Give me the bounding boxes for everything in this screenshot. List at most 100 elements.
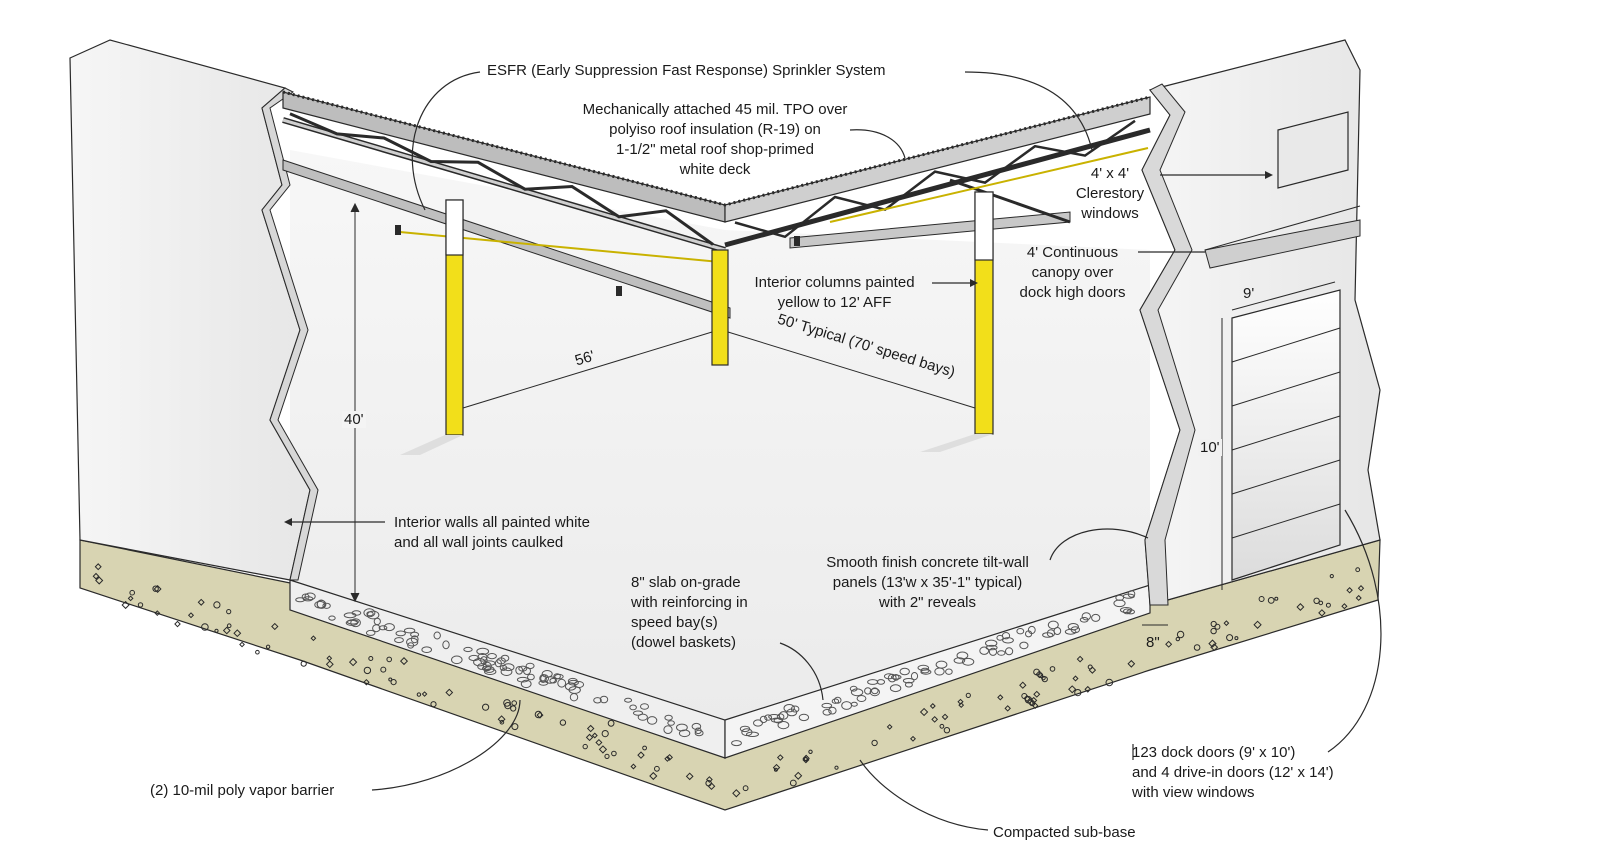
- aggregate-oval: [520, 679, 532, 689]
- aggregate-oval: [366, 611, 374, 617]
- column-shadow-left: [400, 435, 463, 455]
- subbase-stone: [1074, 689, 1082, 697]
- subbase-stone: [1253, 620, 1262, 629]
- subbase-stone: [1030, 696, 1038, 705]
- tilt-wall-line: panels (13'w x 35'-1" typical): [832, 574, 1023, 591]
- subbase-stone: [92, 572, 100, 580]
- subbase-stone: [127, 595, 134, 602]
- right-wall-edge: [1139, 83, 1196, 606]
- subbase-stone: [1210, 620, 1217, 628]
- aggregate-oval: [985, 644, 998, 651]
- subbase-stone: [214, 628, 219, 633]
- roof-spec-label: Mechanically attached 45 mil. TPO over p…: [555, 100, 875, 180]
- door-slat-line: [1231, 327, 1341, 363]
- subbase-stone: [1165, 640, 1173, 648]
- subbase-stone: [1226, 634, 1234, 642]
- aggregate-oval: [394, 637, 404, 644]
- aggregate-oval: [961, 657, 975, 666]
- subbase-stone: [591, 732, 598, 739]
- aggregate-oval: [869, 688, 880, 697]
- subbase-stone: [1072, 675, 1079, 682]
- walls-label: Interior walls all painted white and all…: [394, 513, 590, 553]
- subbase-stone: [95, 576, 104, 585]
- aggregate-oval: [451, 655, 463, 665]
- aggregate-oval: [841, 701, 852, 710]
- aggregate-oval: [525, 662, 535, 670]
- aggregate-oval: [1047, 620, 1059, 630]
- door-slat-line: [1231, 459, 1341, 495]
- subbase-stone: [1355, 594, 1362, 602]
- subbase-stone: [834, 765, 839, 770]
- subbase-stone: [226, 609, 232, 615]
- aggregate-oval: [403, 627, 416, 634]
- subbase-stone: [174, 620, 181, 628]
- subbase-stone: [1088, 666, 1097, 674]
- subbase-stone: [325, 660, 334, 669]
- aggregate-oval: [945, 668, 953, 675]
- aggregate-oval: [407, 642, 415, 649]
- subbase-stone: [1208, 639, 1217, 648]
- subbase-stone: [732, 789, 741, 798]
- aggregate-oval: [1122, 593, 1135, 599]
- tilt-wall-line: with 2" reveals: [878, 594, 977, 611]
- aggregate-oval: [777, 721, 790, 730]
- aggregate-oval: [822, 709, 832, 716]
- aggregate-oval: [764, 714, 772, 721]
- aggregate-oval: [667, 720, 675, 726]
- aggregate-oval: [410, 631, 420, 638]
- subbase-stone: [943, 727, 951, 734]
- subbase-stone: [1318, 609, 1326, 617]
- subbase-stone: [919, 707, 929, 717]
- aggregate-oval: [328, 615, 336, 621]
- door-height-dimension-label: 10': [1198, 439, 1222, 456]
- subbase-stone: [504, 702, 512, 710]
- slab-edge-right: [724, 584, 1151, 759]
- subbase-stone: [1004, 705, 1011, 712]
- aggregate-oval: [564, 682, 577, 691]
- aggregate-oval: [482, 661, 492, 671]
- aggregate-oval: [301, 593, 310, 600]
- aggregate-oval: [867, 679, 879, 685]
- roof-deck-right: [724, 96, 1151, 223]
- subbase-stone: [348, 657, 358, 667]
- aggregate-oval: [538, 680, 549, 686]
- aggregate-oval: [477, 653, 488, 662]
- subbase-stone: [604, 753, 610, 760]
- aggregate-oval: [889, 684, 902, 693]
- subbase-stone: [1041, 675, 1046, 681]
- subbase-stone: [222, 626, 231, 635]
- aggregate-oval: [676, 723, 688, 732]
- subbase-stone: [1258, 596, 1265, 602]
- subbase-label: Compacted sub-base: [993, 824, 1136, 841]
- subbase-stone: [802, 756, 810, 764]
- aggregate-oval: [1053, 627, 1062, 635]
- subbase-stone: [390, 679, 397, 686]
- aggregate-oval: [731, 740, 742, 747]
- floor-slab: [290, 150, 1150, 720]
- subbase-stone: [707, 782, 716, 791]
- subbase-stone: [534, 710, 543, 719]
- subbase-stone: [939, 723, 945, 729]
- truss-web: [734, 119, 1136, 239]
- aggregate-oval: [1005, 647, 1014, 656]
- roof-spec-line: Mechanically attached 45 mil. TPO over: [582, 101, 848, 118]
- aggregate-oval: [985, 639, 998, 647]
- aggregate-oval: [739, 725, 751, 733]
- column-center: [711, 249, 729, 366]
- aggregate-oval: [646, 716, 658, 725]
- left-wall-edge: [261, 87, 319, 581]
- subbase-stone: [187, 612, 195, 619]
- subbase-stone: [152, 585, 159, 592]
- subbase-stone: [233, 629, 242, 638]
- aggregate-oval: [541, 670, 553, 678]
- aggregate-oval: [567, 679, 579, 686]
- aggregate-oval: [997, 650, 1006, 656]
- dimension-lines: [350, 202, 1336, 626]
- roof-gravel: [282, 90, 1151, 207]
- aggregate-oval: [786, 708, 798, 717]
- subbase-stone: [1267, 597, 1275, 604]
- subbase-stone: [997, 694, 1004, 701]
- subbase-stone: [776, 754, 784, 761]
- subbase-stone: [430, 701, 437, 708]
- subbase-stone: [886, 724, 893, 730]
